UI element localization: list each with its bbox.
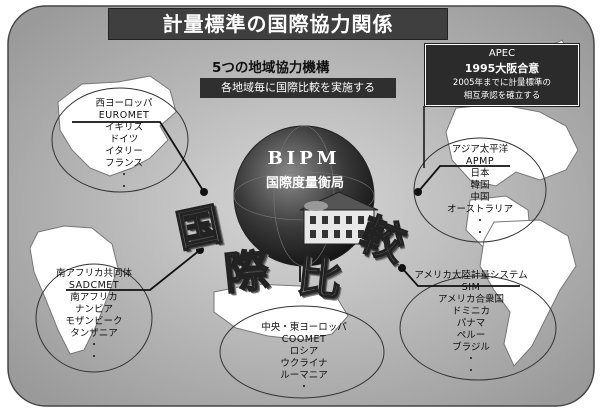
sim-connector-dot [398, 264, 406, 272]
apec-box: APEC 1995大阪合意 2005年までに計量標準の 相互承認を確立する [424, 43, 580, 107]
region-member: ウクライナ [280, 358, 328, 369]
map-europe-shape [57, 75, 177, 177]
region-member: 韓国 [470, 180, 490, 191]
region-member: ・ [119, 182, 129, 193]
region-member: アメリカ合衆国 [437, 294, 505, 305]
region-member: ドイツ [109, 134, 139, 145]
region-member: 日本 [470, 168, 490, 179]
region-member: 南アフリカ [70, 292, 118, 303]
region-member: タンザニア [70, 328, 118, 339]
apec-label: APEC [488, 48, 516, 59]
euromet-connector-dot [200, 188, 208, 196]
region-header: 中央・東ヨーロッパ [261, 322, 347, 333]
region-abbreviation: SIM [461, 282, 481, 293]
euromet-connector-line [72, 121, 205, 193]
coomet-region: 中央・東ヨーロッパ COOMET ロシア ウクライナ ルーマニア ・ [258, 322, 350, 394]
page-title: 計量標準の国際協力関係 [108, 8, 448, 40]
euromet-region-outline [51, 87, 189, 193]
region-member: ドミニカ [451, 306, 490, 317]
sadcmet-region: 南アフリカ共同体 SADCMET 南アフリカ ナンビア モザンビーク タンザニア… [52, 268, 136, 364]
euromet-region: 西ヨーロッパ EUROMET イギリス ドイツ イタリー フランス ・ ・ [82, 98, 166, 194]
region-member: ・ [119, 170, 129, 181]
region-member: ・ [299, 382, 309, 393]
region-abbreviation: EUROMET [98, 110, 150, 121]
apmp-region-outline [413, 137, 547, 243]
region-member: ・ [89, 340, 99, 351]
region-member: イギリス [104, 122, 143, 133]
region-header: 西ヨーロッパ [95, 98, 153, 109]
region-member: ペルー [456, 330, 486, 341]
region-member: ・ [89, 352, 99, 363]
region-member: オーストラリア [446, 204, 514, 215]
region-member: ・ [475, 228, 485, 239]
region-member: 中国 [470, 192, 490, 203]
region-header: アジア太平洋 [451, 144, 509, 155]
region-member: ルーマニア [280, 370, 328, 381]
region-member: モザンビーク [65, 316, 123, 327]
sim-connector-line [401, 267, 520, 287]
sim-region: アメリカ大陸計量システム SIM アメリカ合衆国 ドミニカ パナマ ペルー ブラ… [404, 270, 538, 378]
apmp-connector-line [417, 165, 510, 193]
region-member: イタリー [105, 146, 143, 157]
region-header: アメリカ大陸計量システム [414, 270, 528, 281]
map-americas-shape [479, 219, 577, 367]
region-member: パナマ [456, 318, 486, 329]
sadcmet-region-outline [35, 263, 153, 373]
diagram-subnote: 各地域毎に国際比較を実施する [200, 78, 396, 98]
region-member: ナンビア [74, 304, 113, 315]
kanji-hi: 比 [294, 250, 345, 307]
sim-region-outline [399, 275, 557, 381]
bipm-building-icon [299, 191, 379, 245]
map-east-europe-shape [213, 283, 349, 341]
apec-note-2: 相互承認を確立する [463, 91, 541, 101]
coomet-region-outline [219, 305, 385, 399]
diagram-subtitle: 5つの地域協力機構 [212, 60, 330, 76]
apmp-connector-dot [414, 188, 422, 196]
region-member: ・ [466, 354, 476, 365]
region-member: ロシア [289, 346, 319, 357]
region-member: ブラジル [452, 342, 490, 353]
region-member: ・ [466, 366, 476, 377]
bipm-japanese-name: 国際度量衡局 [265, 176, 344, 191]
region-member: ・ [475, 216, 485, 227]
apmp-region: アジア太平洋 APMP 日本 韓国 中国 オーストラリア ・ ・ [432, 144, 528, 240]
kanji-sai: 際 [221, 244, 272, 301]
bipm-name: BIPM [267, 148, 341, 169]
sadcmet-connector-line [66, 249, 201, 291]
region-abbreviation: APMP [465, 156, 495, 167]
region-member: フランス [105, 158, 143, 169]
region-abbreviation: COOMET [281, 334, 327, 345]
region-header: 南アフリカ共同体 [55, 268, 132, 279]
region-abbreviation: SADCMET [68, 280, 120, 291]
apec-agreement: 1995大阪合意 [464, 62, 540, 75]
apec-note-1: 2005年までに計量標準の [452, 78, 552, 88]
sadcmet-connector-dot [196, 246, 204, 254]
